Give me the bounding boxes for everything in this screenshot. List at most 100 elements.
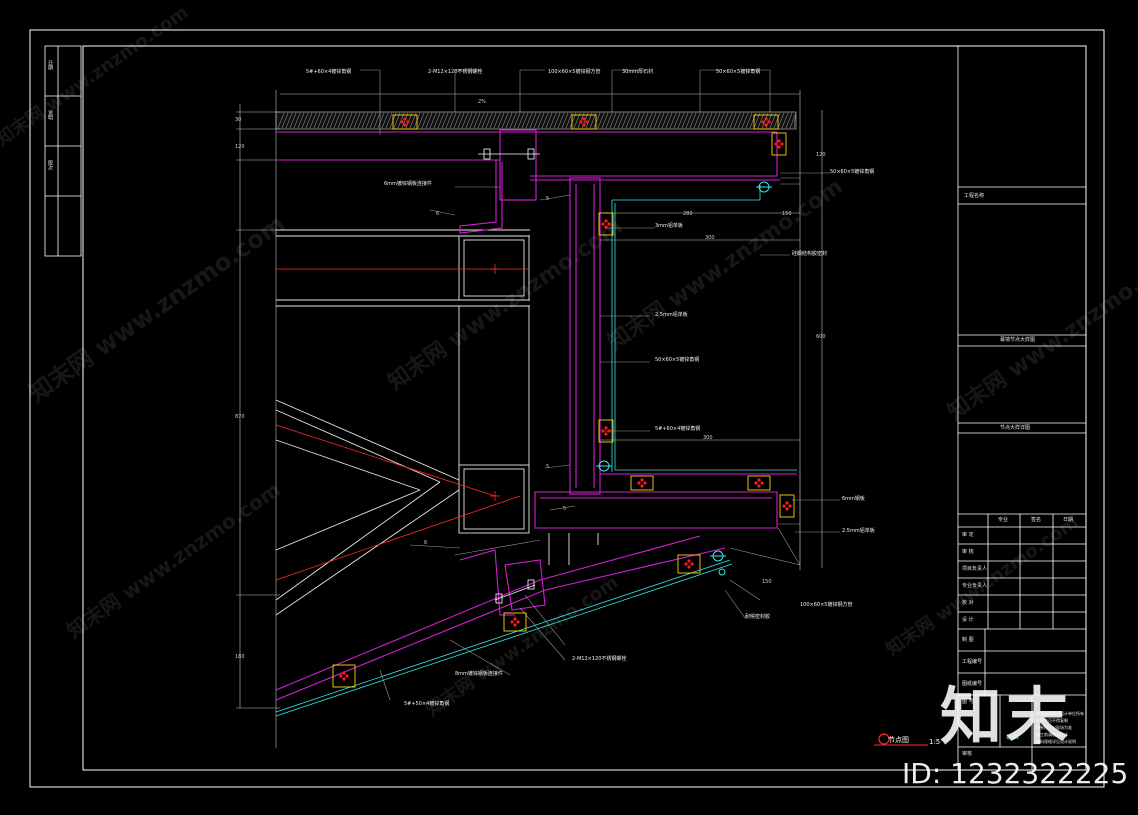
anchor-bolt (345, 674, 349, 678)
anchor-bolt (690, 562, 694, 566)
callout-label: 硅酮结构胶密封 (792, 251, 828, 257)
anchor-box (332, 664, 356, 688)
dimension-label: 180 (235, 654, 245, 660)
dimension-label: 870 (235, 414, 245, 420)
anchor-bolt (585, 120, 589, 124)
anchor-bolt (516, 620, 520, 624)
callout-label: 2-M12×120不锈钢螺栓 (572, 656, 627, 662)
callout-label: 5#+60×4镀锌角钢 (306, 69, 352, 75)
callout-label: 6mm镀锌钢板连接件 (384, 181, 432, 187)
anchor-bolt (342, 677, 346, 681)
row-4: 专业负责人 (962, 583, 988, 589)
drawing-name: 幕墙节点大样图 (1000, 337, 1036, 343)
anchor-bolt (760, 481, 764, 485)
callout-label: 2-M12×120不锈钢螺栓 (428, 69, 483, 75)
row-10: 图 号 (962, 699, 974, 705)
anchor-bolt (604, 432, 608, 436)
anchor-bolt (582, 117, 586, 121)
row-7: 制 图 (962, 637, 974, 643)
dimension-label: 120 (235, 144, 245, 150)
anchor-group (332, 114, 795, 688)
anchor-bolt (637, 481, 641, 485)
building-structure (275, 229, 599, 616)
anchor-bolt (687, 559, 691, 563)
anchor-bolt (582, 123, 586, 127)
dimension-label: 280 (683, 211, 693, 217)
project-label: 工程名称 (964, 193, 985, 199)
anchor-bolt (777, 139, 781, 143)
anchor-box (598, 212, 614, 236)
anchor-bolt (774, 142, 778, 146)
anchor-bolt (757, 478, 761, 482)
inner-drawing-border (82, 45, 1087, 771)
anchor-bolt (339, 674, 343, 678)
dimension-label: 6 (424, 540, 428, 546)
row-1: 审 定 (962, 532, 974, 538)
anchor-bolt (761, 120, 765, 124)
dimension-label: 5 (546, 464, 550, 470)
drawing-type: 节点大样详图 (1000, 425, 1031, 431)
anchor-bolt (607, 429, 611, 433)
anchor-bolt (406, 120, 410, 124)
anchor-box (753, 114, 779, 130)
dimension-label: 600 (816, 334, 826, 340)
anchor-bolt (782, 504, 786, 508)
anchor-bolt (342, 671, 346, 675)
callout-label: 8mm镀锌钢板连接件 (455, 671, 503, 677)
anchor-bolt (788, 504, 792, 508)
anchor-bolt (513, 617, 517, 621)
anchor-bolt (607, 222, 611, 226)
row-6: 设 计 (962, 617, 974, 623)
anchor-bolt (757, 484, 761, 488)
callout-label: 100×60×5镀锌钢方管 (800, 602, 853, 608)
approval-label: 审核 (962, 751, 973, 757)
anchor-bolt (777, 145, 781, 149)
rev-header-1: 日期 (47, 60, 53, 70)
callout-label: 6mm钢板 (842, 496, 865, 502)
sheet-scale: 1:5 (929, 738, 941, 746)
sheet-number: 幕-01 (1006, 735, 1020, 741)
anchor-bolt (400, 120, 404, 124)
dimension-label: 300 (703, 435, 713, 441)
callout-label: 30mm厚石材 (622, 69, 654, 75)
row-5: 校 对 (962, 600, 974, 606)
anchor-bolt (604, 426, 608, 430)
bolts (478, 148, 540, 604)
rev-header-3: 版次 (47, 160, 53, 170)
callout-label: 5#+60×4镀锌角钢 (655, 426, 701, 432)
anchor-box (571, 114, 597, 130)
anchor-bolt (643, 481, 647, 485)
dimension-label: 120 (816, 152, 826, 158)
col-header-3: 日期 (1063, 517, 1074, 523)
dimension-label: 2% (478, 99, 486, 105)
title-block (957, 46, 1086, 770)
anchor-bolt (640, 484, 644, 488)
anchor-bolt (785, 507, 789, 511)
dimension-label: 150 (782, 211, 792, 217)
anchor-box (630, 475, 654, 491)
anchor-bolt (780, 142, 784, 146)
dimension-label: 6 (436, 211, 440, 217)
note-1: 本图纸版权归设计单位所有 (1036, 711, 1084, 716)
anchor-bolt (687, 565, 691, 569)
anchor-bolt (684, 562, 688, 566)
anchor-box (503, 612, 527, 632)
red-centerlines (275, 264, 528, 581)
anchor-bolt (754, 481, 758, 485)
dimension-label: 150 (762, 579, 772, 585)
fasteners (596, 181, 772, 576)
anchor-bolt (764, 117, 768, 121)
anchor-bolt (601, 222, 605, 226)
stone-panel (275, 111, 797, 130)
callout-label: 3mm铝单板 (655, 223, 683, 229)
anchor-box (779, 494, 795, 518)
col-header-1: 专业 (998, 517, 1009, 523)
callout-label: 耐候密封胶 (745, 614, 771, 620)
callout-label: 100×60×5镀锌钢方管 (548, 69, 601, 75)
dimension-label: 30 (235, 117, 242, 123)
anchor-bolt (403, 123, 407, 127)
note-2: 未经许可不得复制 (1036, 718, 1068, 723)
anchor-box (598, 419, 614, 443)
row-3: 项目负责人 (962, 566, 988, 572)
